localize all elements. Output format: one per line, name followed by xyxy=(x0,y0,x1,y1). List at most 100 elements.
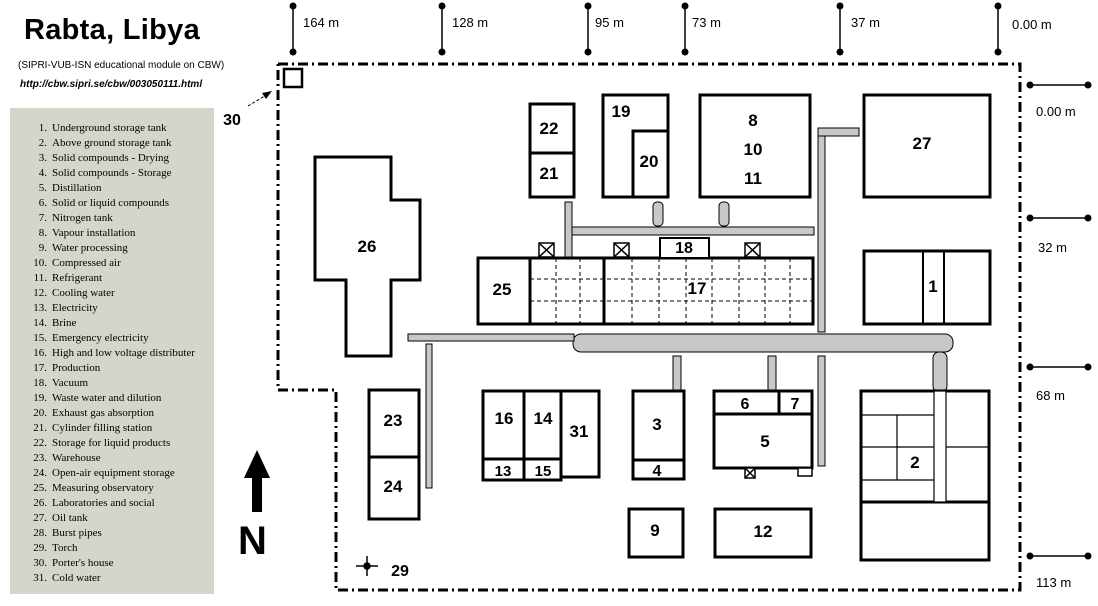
legend-item: 14. Brine xyxy=(10,316,214,331)
legend-item: 12.Cooling water xyxy=(10,286,214,301)
building-30[interactable] xyxy=(282,67,304,89)
scale-label-128: 128 m xyxy=(452,15,488,30)
perimeter-fence xyxy=(276,62,1022,592)
legend-item-number: 14. xyxy=(33,317,47,329)
building-23-24[interactable] xyxy=(367,388,421,521)
scale-tick-right: 32 m xyxy=(1026,214,1092,255)
label-1: 1 xyxy=(928,277,937,296)
legend-item: 10.Compressed air xyxy=(10,256,214,271)
pipe-to-2 xyxy=(932,351,948,393)
building-31[interactable] xyxy=(559,389,601,479)
legend-item-number: 23. xyxy=(33,452,47,464)
building-20[interactable] xyxy=(631,129,670,199)
legend-item-label: Above ground storage tank xyxy=(52,137,172,149)
legend-item: 2.Above ground storage tank xyxy=(10,136,214,151)
building-2[interactable] xyxy=(859,389,991,562)
pipe-to-3 xyxy=(672,355,682,391)
scale-tick-top: 73 m xyxy=(681,2,721,56)
legend-item-number: 6. xyxy=(38,197,47,209)
building-3-4[interactable] xyxy=(631,389,686,481)
scale-label-73: 73 m xyxy=(692,15,721,30)
legend-item-number: 26. xyxy=(33,497,47,509)
legend-item: 23. Warehouse xyxy=(10,451,214,466)
top-scale: 164 m 128 m 95 m 73 m 37 m xyxy=(289,2,1052,56)
right-scale: 0.00 m 32 m 68 m 113 m xyxy=(1026,81,1092,590)
building-1[interactable] xyxy=(862,249,992,326)
label-24: 24 xyxy=(384,477,403,496)
legend-item-number: 18. xyxy=(33,377,47,389)
label-16: 16 xyxy=(495,409,514,428)
building-5[interactable] xyxy=(712,389,814,470)
building-27[interactable] xyxy=(862,93,992,199)
legend-item-label: Solid compounds - Drying xyxy=(52,152,170,164)
source-url[interactable]: http://cbw.sipri.se/cbw/003050111.html xyxy=(20,79,203,90)
legend-item-label: Warehouse xyxy=(52,452,101,464)
legend-item-number: 17. xyxy=(33,362,47,374)
legend-item-label: Compressed air xyxy=(52,257,121,269)
scale-tick-top: 0.00 m xyxy=(994,2,1052,56)
building-12[interactable] xyxy=(713,507,813,559)
legend-item: 21.Cylinder filling station xyxy=(10,421,214,436)
scale-label-95: 95 m xyxy=(595,15,624,30)
legend-item-label: Oil tank xyxy=(52,512,88,524)
legend-item: 13.Electricity xyxy=(10,301,214,316)
building-22-21[interactable] xyxy=(528,102,576,199)
legend-item-number: 8. xyxy=(38,227,47,239)
legend-item-label: Laboratories and social xyxy=(52,497,155,509)
label-3: 3 xyxy=(652,415,661,434)
legend-item: 28.Burst pipes xyxy=(10,526,214,541)
legend-item-label: Brine xyxy=(52,317,77,329)
label-4: 4 xyxy=(653,463,662,480)
label-17: 17 xyxy=(688,279,707,298)
legend-item-number: 19. xyxy=(33,392,47,404)
legend-item-label: Electricity xyxy=(52,302,98,314)
label-5: 5 xyxy=(760,432,769,451)
building-26[interactable] xyxy=(313,155,422,358)
scale-label-164: 164 m xyxy=(303,15,339,30)
label-31: 31 xyxy=(570,422,589,441)
legend-item: 4.Solid compounds - Storage xyxy=(10,166,214,181)
label-9: 9 xyxy=(650,521,659,540)
label-2: 2 xyxy=(910,453,919,472)
legend-item-label: Burst pipes xyxy=(52,527,102,539)
legend-item-label: Production xyxy=(52,362,101,374)
scale-tick-top: 95 m xyxy=(584,2,624,56)
label-8: 8 xyxy=(748,111,757,130)
legend-item-label: Vapour installation xyxy=(52,227,136,239)
building-17[interactable] xyxy=(528,256,815,326)
legend-item-label: High and low voltage distributer xyxy=(52,347,195,359)
burst-pipe-icon xyxy=(744,467,756,479)
burst-pipes xyxy=(538,242,813,479)
building-8-10-11[interactable] xyxy=(698,93,812,199)
scale-tick-right: 0.00 m xyxy=(1026,81,1092,119)
building-9[interactable] xyxy=(627,507,685,559)
legend-item: 8. Vapour installation xyxy=(10,226,214,241)
legend-item: 19.Waste water and dilution xyxy=(10,391,214,406)
legend-item-number: 12. xyxy=(33,287,47,299)
legend-item: 20.Exhaust gas absorption xyxy=(10,406,214,421)
legend-item-number: 20. xyxy=(33,407,47,419)
pipe-from-21 xyxy=(564,201,573,259)
legend-item-label: Emergency electricity xyxy=(52,332,149,344)
scale-tick-top: 128 m xyxy=(438,2,488,56)
legend-item: 30.Porter's house xyxy=(10,556,214,571)
legend-item-label: Distillation xyxy=(52,182,102,194)
main-pipe-rack xyxy=(572,333,954,353)
legend-item-label: Nitrogen tank xyxy=(52,212,113,224)
legend-item-label: Measuring observatory xyxy=(52,482,154,494)
torch-icon xyxy=(356,556,378,576)
legend-item-label: Storage for liquid products xyxy=(52,437,171,449)
legend-item-label: Torch xyxy=(52,542,78,554)
scale-label-113: 113 m xyxy=(1036,575,1071,590)
label-14: 14 xyxy=(534,409,553,428)
scale-label-37: 37 m xyxy=(851,15,880,30)
map-subtitle: (SIPRI-VUB-ISN educational module on CBW… xyxy=(18,60,225,71)
pipe-to-warehouse xyxy=(425,343,433,489)
legend-item-number: 22. xyxy=(33,437,47,449)
building-18[interactable] xyxy=(659,237,710,259)
legend-item-label: Water processing xyxy=(52,242,128,254)
legend-item: 7.Nitrogen tank xyxy=(10,211,214,226)
legend-item: 18.Vacuum xyxy=(10,376,214,391)
building-16-14[interactable] xyxy=(481,389,563,482)
